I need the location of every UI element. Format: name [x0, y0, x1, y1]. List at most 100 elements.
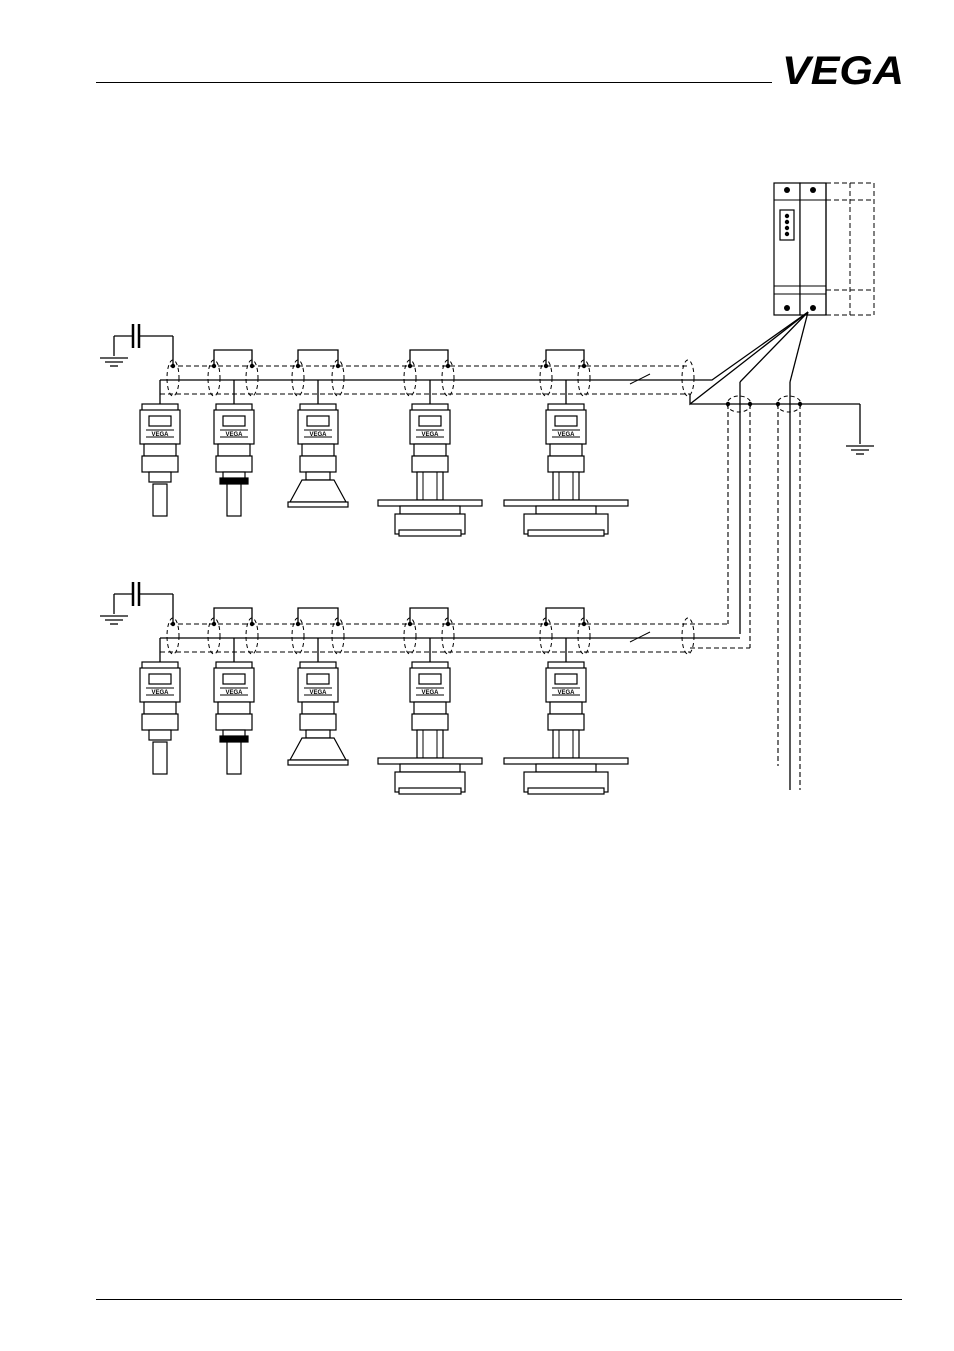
sensor-4-flange-horn-medium: VEGA: [378, 404, 482, 536]
sensor-badge: VEGA: [309, 690, 327, 696]
sensor-5-flange-horn-large: VEGA: [504, 404, 628, 536]
trunk-junction-dot: [776, 402, 780, 406]
ground-symbol-left: [100, 358, 128, 366]
trunk-junction-dot: [726, 402, 730, 406]
sensor-row-1: [114, 324, 694, 404]
bus-jumper: [546, 350, 584, 366]
sensor-badge: VEGA: [309, 432, 327, 438]
sensor-rod: [227, 742, 241, 774]
sensor-housing: [546, 410, 586, 444]
sensor-2-rod-probe-collar: VEGA: [214, 662, 254, 774]
sensor-badge: VEGA: [557, 432, 575, 438]
sensor-badge: VEGA: [421, 432, 439, 438]
controller-rack: [774, 183, 874, 315]
sensor-thread: [149, 472, 171, 482]
sensor-neck: [302, 444, 334, 456]
rack-connector-pin: [785, 226, 789, 230]
sensor-housing: [214, 668, 254, 702]
rack-connector-pin: [785, 220, 789, 224]
sensor-display-window: [419, 416, 441, 426]
rack-module-2: [800, 183, 826, 315]
bus-junction-dot: [212, 622, 216, 626]
sensor-4-flange-horn-medium: VEGA: [378, 662, 482, 794]
bus-junction-dot: [336, 622, 340, 626]
trunk-line: [740, 312, 808, 382]
bus-junction-dot: [212, 364, 216, 368]
sensor-antenna-rim: [399, 530, 461, 536]
bus-junction-dot: [408, 622, 412, 626]
bus-jumper: [410, 608, 448, 624]
trunk-junction-dot: [748, 402, 752, 406]
sensor-display-window: [149, 674, 171, 684]
bus-junction-dot: [250, 364, 254, 368]
bus-jumper: [410, 350, 448, 366]
sensor-display-window: [307, 416, 329, 426]
sensor-lower-body: [300, 456, 336, 472]
bus-jumper: [298, 608, 338, 624]
sensor-lower-body: [548, 456, 584, 472]
sensor-display-window: [223, 416, 245, 426]
cable-slash-mark: [630, 632, 650, 642]
sensor-collar: [220, 478, 248, 484]
sensor-horn-rim: [288, 760, 348, 765]
sensor-neck: [414, 702, 446, 714]
sensor-lower-body: [412, 714, 448, 730]
sensor-horn: [290, 738, 346, 760]
sensor-flange: [504, 758, 628, 764]
bus-junction-dot: [544, 622, 548, 626]
sensor-rod: [153, 742, 167, 774]
sensor-antenna-rim: [399, 788, 461, 794]
sensor-display-window: [555, 416, 577, 426]
sensor-neck: [302, 702, 334, 714]
bus-junction-dot: [446, 622, 450, 626]
bus-jumper: [214, 350, 252, 366]
bus-junction-dot: [446, 364, 450, 368]
sensor-badge: VEGA: [557, 690, 575, 696]
sensor-thread: [149, 730, 171, 740]
sensor-display-window: [307, 674, 329, 684]
sensor-neck: [144, 444, 176, 456]
bus-junction-dot: [544, 364, 548, 368]
sensor-horn-rim: [288, 502, 348, 507]
bus-jumper: [546, 608, 584, 624]
rack-connector-pin: [785, 232, 789, 236]
sensor-lower-body: [142, 714, 178, 730]
sensor-neck: [144, 702, 176, 714]
sensor-row-2: [114, 582, 694, 662]
sensor-flange-lower: [400, 764, 460, 772]
bus-junction-dot: [336, 364, 340, 368]
rack-screw: [810, 187, 816, 193]
bus-junction-dot: [296, 622, 300, 626]
rack-screw: [784, 187, 790, 193]
sensor-housing: [298, 668, 338, 702]
cable-shield-marker: [682, 360, 694, 396]
sensor-flange: [504, 500, 628, 506]
sensor-1-rod-probe: VEGA: [140, 662, 180, 774]
sensor-rod: [153, 484, 167, 516]
sensor-neck: [550, 444, 582, 456]
sensor-display-window: [419, 674, 441, 684]
sensor-display-window: [149, 416, 171, 426]
sensor-badge: VEGA: [225, 690, 243, 696]
sensor-collar: [220, 736, 248, 742]
sensor-housing: [546, 668, 586, 702]
sensor-housing: [410, 410, 450, 444]
sensor-3-horn-small: VEGA: [288, 662, 348, 765]
sensor-flange-lower: [400, 506, 460, 514]
trunk-junction-dot: [798, 402, 802, 406]
sensor-neck: [218, 444, 250, 456]
sensor-flange-lower: [536, 764, 596, 772]
sensor-badge: VEGA: [225, 432, 243, 438]
sensor-badge: VEGA: [151, 432, 169, 438]
sensor-5-flange-horn-large: VEGA: [504, 662, 628, 794]
sensor-flange: [378, 500, 482, 506]
sensor-lower-body: [142, 456, 178, 472]
cable-slash-mark: [630, 374, 650, 384]
sensor-lower-body: [548, 714, 584, 730]
sensor-horn: [290, 480, 346, 502]
sensor-waveguide: [553, 730, 579, 758]
sensor-rod: [227, 484, 241, 516]
bus-junction-dot: [296, 364, 300, 368]
